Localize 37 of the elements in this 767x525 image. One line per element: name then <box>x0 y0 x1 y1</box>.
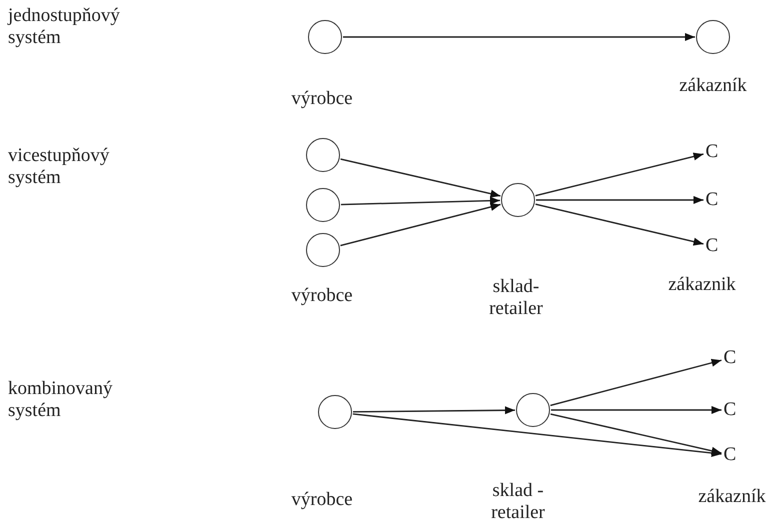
node-caption: výrobce <box>290 489 354 511</box>
customer-label: C <box>706 235 718 257</box>
arrow <box>536 196 704 204</box>
group-caption: zákazník <box>697 486 767 508</box>
arrow <box>551 406 722 414</box>
group-caption: výrobce <box>290 285 354 307</box>
node-caption: sklad- retailer <box>488 276 544 320</box>
arrow <box>343 33 695 41</box>
section-title: kombinovaný systém <box>8 378 114 422</box>
circle-node <box>501 183 535 217</box>
circle-node <box>306 233 340 267</box>
arrow <box>340 158 501 198</box>
arrow <box>353 406 515 414</box>
node-caption: sklad - retailer <box>490 480 546 524</box>
customer-label: C <box>706 141 718 163</box>
circle-node <box>306 138 340 172</box>
circle-node <box>696 20 730 54</box>
section-title: vicestupňový systém <box>8 145 110 189</box>
group-caption: zákaznik <box>667 274 737 296</box>
circle-node <box>318 395 352 429</box>
arrow <box>340 196 500 206</box>
circle-node <box>308 20 342 54</box>
arrow <box>550 413 722 455</box>
node-caption: zákazník <box>678 75 748 97</box>
circle-node <box>306 188 340 222</box>
arrow <box>550 358 722 406</box>
section-title: jednostupňový systém <box>8 5 121 49</box>
arrow <box>535 203 704 246</box>
customer-label: C <box>724 347 736 369</box>
customer-label: C <box>724 399 736 421</box>
circle-node <box>516 393 550 427</box>
node-caption: výrobce <box>290 88 354 110</box>
arrow <box>535 152 704 196</box>
customer-label: C <box>706 189 718 211</box>
customer-label: C <box>724 444 736 466</box>
arrow <box>340 203 501 246</box>
arrow <box>352 413 722 457</box>
